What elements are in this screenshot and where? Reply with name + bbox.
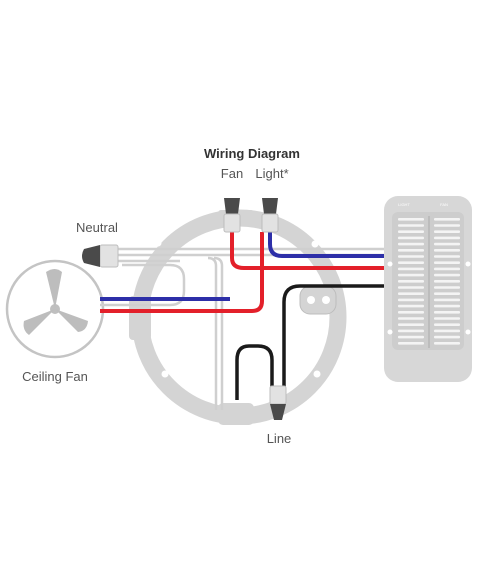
red-wires — [100, 218, 384, 313]
panel-slot — [434, 273, 460, 277]
fan-label: Fan — [221, 166, 243, 181]
panel-slot — [398, 317, 424, 320]
panel-slot — [434, 311, 460, 314]
diagram-title: Wiring Diagram — [204, 146, 300, 161]
ceiling-fan-label: Ceiling Fan — [22, 369, 88, 384]
panel-slot — [434, 230, 460, 233]
panel-slot — [398, 267, 424, 271]
panel-slot — [398, 224, 424, 227]
panel-slot — [398, 249, 424, 252]
panel-slot — [398, 292, 424, 295]
panel-slot — [398, 311, 424, 314]
fan-wire-nut-icon — [223, 198, 241, 233]
panel-slot — [434, 242, 460, 246]
panel-slot — [398, 218, 424, 221]
panel-slot — [398, 236, 424, 240]
panel-slot — [398, 335, 424, 339]
panel-slot — [398, 280, 424, 283]
panel-slot — [398, 304, 424, 308]
panel-slot — [398, 242, 424, 246]
panel-slot — [434, 323, 460, 326]
panel-slot — [434, 224, 460, 227]
black-wires — [235, 284, 384, 400]
panel-slot — [434, 218, 460, 221]
light-wire-nut-icon — [261, 198, 279, 233]
panel-slot — [434, 261, 460, 264]
panel-slot — [434, 335, 460, 339]
panel-slot — [398, 342, 424, 345]
panel-slot — [434, 236, 460, 240]
panel-slot — [434, 317, 460, 320]
panel-slot — [398, 329, 424, 333]
control-right-label: FAN — [440, 202, 448, 207]
panel-slot — [434, 304, 460, 308]
blue-wires — [100, 218, 384, 301]
neutral-wire-nut-icon — [82, 244, 119, 268]
line-label: Line — [267, 431, 292, 446]
fan-control-panel: LIGHT FAN — [384, 196, 472, 382]
panel-slot — [434, 255, 460, 258]
panel-slot — [398, 286, 424, 289]
panel-slot — [398, 323, 424, 326]
panel-slot — [434, 249, 460, 252]
neutral-wires — [100, 247, 384, 410]
ceiling-fan-icon — [5, 259, 105, 359]
neutral-label: Neutral — [76, 220, 118, 235]
panel-slot — [434, 286, 460, 289]
panel-slot — [398, 255, 424, 258]
panel-slot — [434, 329, 460, 333]
panel-slot — [398, 298, 424, 302]
control-left-label: LIGHT — [398, 202, 410, 207]
light-label: Light* — [255, 166, 288, 181]
panel-slot — [398, 230, 424, 233]
panel-slot — [434, 342, 460, 345]
panel-slot — [434, 298, 460, 302]
panel-slot — [434, 280, 460, 283]
panel-slot — [398, 273, 424, 277]
panel-slot — [398, 261, 424, 264]
panel-slot — [434, 292, 460, 295]
line-wire-nut-icon — [269, 385, 287, 420]
panel-slot — [434, 267, 460, 271]
